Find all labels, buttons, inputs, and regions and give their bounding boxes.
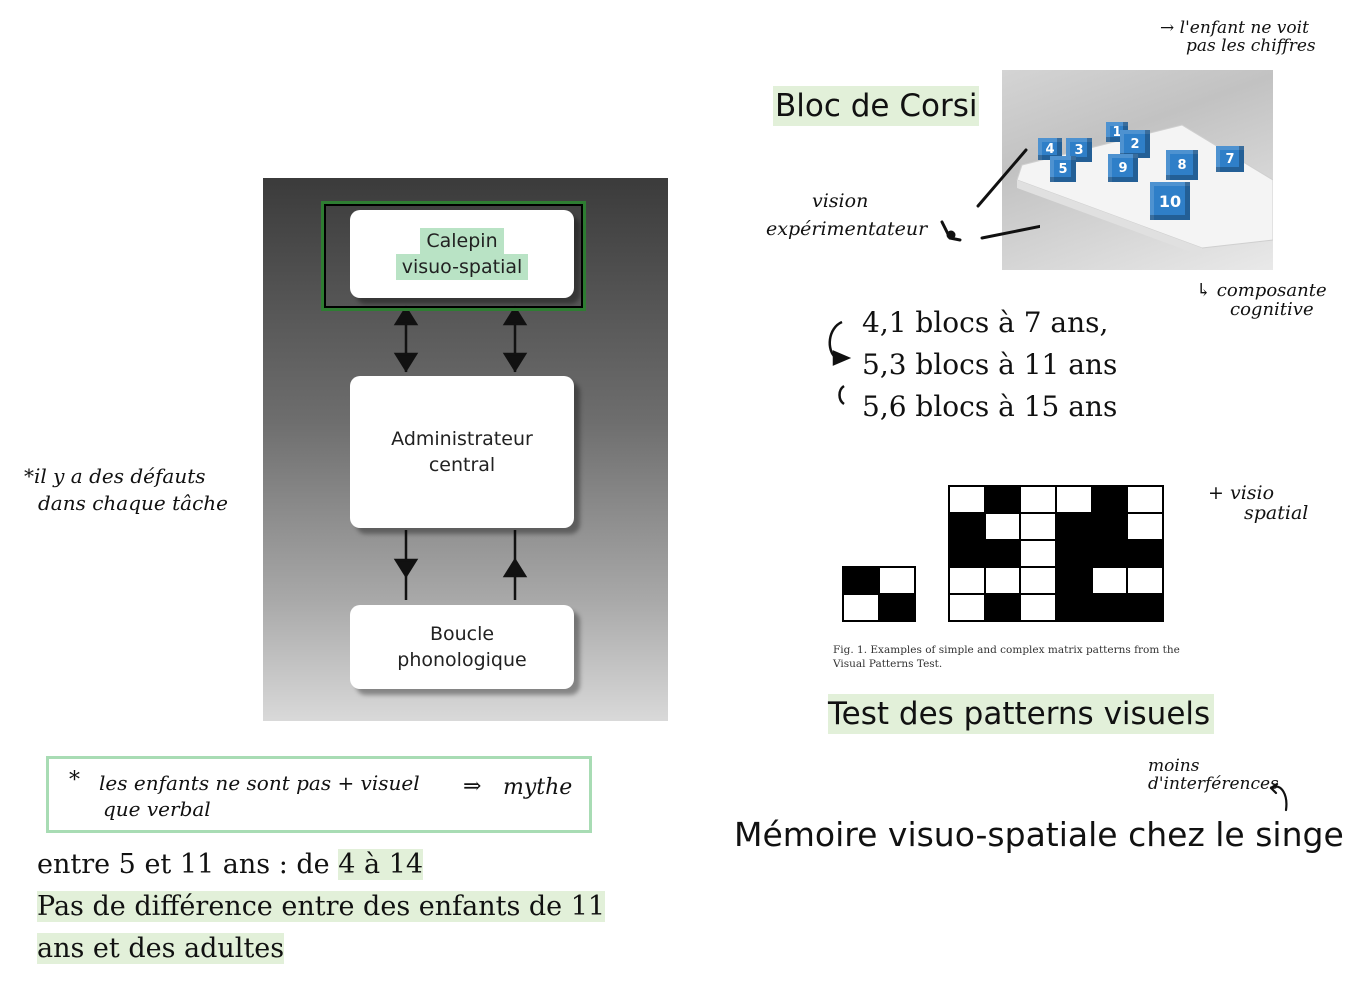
pattern-cell-empty [1127, 513, 1163, 540]
corsi-title: Bloc de Corsi [773, 86, 980, 126]
corsi-cube: 5 [1050, 156, 1076, 182]
note-visio-line1: + visio [1208, 482, 1275, 504]
pattern-cell-empty [1020, 486, 1056, 513]
note-defauts: *il y a des défauts dans chaque tâche [24, 466, 228, 514]
pattern-cell-empty [949, 486, 985, 513]
corsi-stat-15: 5,6 blocs à 15 ans [862, 390, 1118, 423]
note-defauts-line1: *il y a des défauts [24, 464, 206, 488]
bottom-line3: ans et des adultes [37, 933, 285, 964]
complex-pattern-grid [948, 485, 1164, 622]
pattern-cell-filled [949, 540, 985, 567]
pattern-cell-filled [1091, 540, 1128, 567]
note-interferences-line2: d'interférences [1148, 773, 1279, 794]
note-enfants-line1: les enfants ne sont pas + visuel [99, 771, 420, 795]
bottom-line2: Pas de différence entre des enfants de 1… [37, 891, 606, 922]
patterns-caption: Fig. 1. Examples of simple and complex m… [833, 643, 1180, 671]
bottom-line1-highlight: 4 à 14 [338, 849, 424, 880]
working-memory-diagram: Calepin visuo-spatial Administrateur cen… [263, 178, 668, 721]
patterns-caption-line1: Fig. 1. Examples of simple and complex m… [833, 644, 1180, 656]
pattern-cell-filled [1091, 594, 1128, 621]
pattern-cell-filled [1091, 513, 1128, 540]
pattern-cell-filled [1127, 594, 1163, 621]
note-composante: ↳ composante cognitive [1196, 280, 1327, 320]
pattern-cell-empty [1127, 486, 1163, 513]
corsi-cube: 8 [1166, 150, 1198, 180]
interferences-arrow [1269, 782, 1288, 812]
pattern-cell-empty [1056, 486, 1092, 513]
note-visio-spatial: + visio spatial [1208, 482, 1309, 524]
pattern-cell-empty [984, 567, 1021, 594]
admin-line2: central [428, 454, 496, 476]
pattern-cell-empty [949, 594, 985, 621]
pattern-cell-empty [1127, 567, 1163, 594]
pattern-cell-empty [1020, 540, 1056, 567]
note-enfant-chiffres: → l'enfant ne voit pas les chiffres [1160, 18, 1316, 56]
corsi-cube: 9 [1108, 154, 1138, 182]
pattern-cell-filled [984, 594, 1021, 621]
admin-line1: Administrateur [391, 428, 533, 450]
pattern-cell-filled [1127, 540, 1163, 567]
corsi-stat-7: 4,1 blocs à 7 ans, [862, 306, 1109, 339]
patterns-title: Test des patterns visuels [828, 694, 1215, 734]
pattern-cell-empty [843, 594, 879, 621]
note-star: * [69, 768, 80, 793]
note-visio-line2: spatial [1244, 501, 1309, 524]
note-arrow: ⇒ [463, 774, 482, 799]
pattern-cell-empty [1020, 567, 1056, 594]
note-experimentateur: expérimentateur [766, 218, 928, 240]
note-enfant-line2: pas les chiffres [1186, 35, 1316, 56]
vision-lines [940, 148, 1040, 242]
pattern-cell-empty [1020, 594, 1056, 621]
note-interferences-line1: moins [1148, 756, 1200, 776]
boucle-line2: phonologique [397, 649, 527, 671]
bottom-text: entre 5 et 11 ans : de 4 à 14 Pas de dif… [37, 844, 606, 970]
note-mythe: mythe [503, 775, 573, 800]
note-enfants-line2: que verbal [103, 797, 211, 821]
note-enfant-line1: → l'enfant ne voit [1160, 18, 1309, 38]
pattern-cell-filled [879, 594, 915, 621]
pattern-cell-filled [1056, 540, 1092, 567]
note-defauts-line2: dans chaque tâche [38, 491, 228, 515]
corsi-stat-11: 5,3 blocs à 11 ans [862, 348, 1118, 381]
stats-arrows [828, 320, 852, 406]
corsi-stats: 4,1 blocs à 7 ans, 5,3 blocs à 11 ans 5,… [862, 302, 1117, 428]
pattern-cell-filled [843, 567, 879, 594]
pattern-cell-filled [984, 486, 1021, 513]
corsi-block-photo: 4 3 1 2 5 9 8 7 10 [1002, 70, 1273, 270]
note-interferences: moins d'interférences [1148, 756, 1279, 794]
pattern-cell-filled [1056, 513, 1092, 540]
singe-title: Mémoire visuo-spatiale chez le singe [734, 815, 1344, 854]
pattern-cell-filled [1091, 486, 1128, 513]
pattern-cell-filled [949, 513, 985, 540]
note-composante-line2: cognitive [1230, 298, 1314, 320]
boucle-line1: Boucle [429, 623, 495, 645]
highlight-frame [321, 201, 586, 311]
pattern-cell-empty [984, 513, 1021, 540]
pattern-cell-empty [949, 567, 985, 594]
boucle-box: Boucle phonologique [350, 605, 574, 689]
diagram-arrows [393, 305, 528, 600]
corsi-cube: 4 [1038, 138, 1062, 160]
corsi-cube: 7 [1216, 146, 1244, 172]
calepin-line1: Calepin [420, 228, 504, 254]
calepin-line2: visuo-spatial [395, 254, 529, 280]
pattern-cell-empty [1020, 513, 1056, 540]
pattern-cell-empty [879, 567, 915, 594]
pattern-cell-filled [1056, 594, 1092, 621]
note-vision: vision [812, 190, 869, 212]
corsi-cube: 2 [1120, 130, 1150, 158]
note-enfants-box: * les enfants ne sont pas + visuel que v… [46, 756, 592, 833]
pattern-cell-empty [1091, 567, 1128, 594]
note-composante-line1: ↳ composante [1196, 280, 1327, 301]
pattern-cell-filled [1056, 567, 1092, 594]
administrateur-box: Administrateur central [350, 376, 574, 528]
corsi-cube: 10 [1150, 182, 1190, 220]
pattern-cell-filled [984, 540, 1021, 567]
calepin-box: Calepin visuo-spatial [350, 210, 574, 298]
bottom-line1: entre 5 et 11 ans : de 4 à 14 [37, 844, 605, 886]
patterns-caption-line2: Visual Patterns Test. [833, 658, 943, 670]
bottom-line1-prefix: entre 5 et 11 ans : de [37, 849, 339, 880]
simple-pattern-grid [842, 566, 916, 622]
